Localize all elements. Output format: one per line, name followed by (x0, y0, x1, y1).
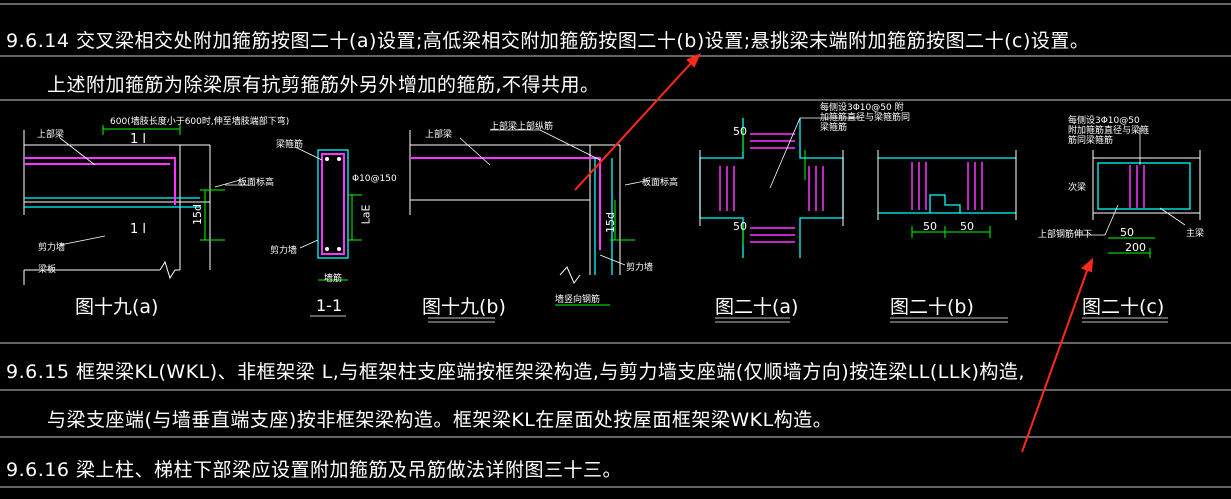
sec11-caption: 1-1 (316, 296, 343, 315)
sec11-rebar-label: Φ10@150 (352, 174, 397, 184)
fig20c-caption: 图二十(c) (1082, 296, 1165, 318)
sec11-wall-label: 剪力墙 (270, 246, 298, 256)
annotation-arrows (574, 52, 1094, 453)
fig19a-ll-bot: 1 l (130, 222, 147, 237)
sec11-bottom-label: 墙筋 (324, 274, 343, 284)
figure-19b (409, 129, 651, 323)
fig20b-dim-right: 50 (960, 220, 974, 233)
fig19a-upper-label: 上部梁 (37, 130, 65, 140)
fig19b-15d: 15d (603, 212, 617, 233)
paragraph-9-6-14-cont: 上述附加箍筋为除梁原有抗剪箍筋外另外增加的箍筋,不得共用。 (47, 74, 600, 96)
fig20a-caption: 图二十(a) (715, 296, 799, 318)
fig19b-slab-label: 板面标高 (642, 178, 679, 188)
fig19b-upper2-label: 上部梁上部纵筋 (490, 122, 554, 132)
fig19b-foot-label: 墙竖向钢筋 (555, 295, 601, 305)
fig19b-wall-label: 剪力墙 (626, 263, 654, 273)
fig19a-beam-label: 梁板 (38, 265, 57, 275)
figure-20c (1075, 128, 1201, 323)
fig19a-wall-label: 剪力墙 (38, 243, 66, 253)
fig19b-caption: 图十九(b) (422, 296, 506, 318)
fig20a-dim-top: 50 (733, 125, 747, 138)
fig19a-slab-label: 板面标高 (238, 178, 275, 188)
fig20a-dim-bottom: 50 (733, 220, 747, 233)
fig20c-bottom-label: 上部钢筋伸下 (1038, 230, 1093, 240)
figure-20a (699, 117, 860, 323)
fig20b-dim-left: 50 (923, 220, 937, 233)
paragraph-9-6-16: 9.6.16 梁上柱、梯柱下部梁应设置附加箍筋及吊筋做法详附图三十三。 (6, 459, 622, 481)
fig20c-note: 每侧设3Φ10@50 附加箍筋直径与梁箍筋同梁箍筋 (1068, 116, 1150, 146)
fig19a-ll-top: 1 l (130, 132, 147, 147)
paragraph-9-6-15: 9.6.15 框架梁KL(WKL)、非框架梁 L,与框架柱支座端按框架梁构造,与… (6, 361, 1025, 383)
fig20b-caption: 图二十(b) (890, 296, 974, 318)
fig19a-15d: 15d (190, 204, 204, 225)
paragraph-9-6-14: 9.6.14 交叉梁相交处附加箍筋按图二十(a)设置;高低梁相交附加箍筋按图二十… (6, 30, 1090, 52)
fig20c-right-label: 主梁 (1186, 229, 1205, 239)
sec11-stirrup-label: 梁箍筋 (276, 140, 304, 150)
sec11-lae-label: LaE (359, 204, 373, 225)
fig20c-left-label: 次梁 (1068, 183, 1087, 193)
fig20a-note: 每侧设3Φ10@50 附加箍筋直径与梁箍筋同梁箍筋 (820, 103, 911, 133)
fig20c-dim-200: 200 (1125, 241, 1146, 254)
fig19a-note: 600(墙肢长度小于600时,伸至墙肢端部下弯) (110, 117, 290, 127)
paragraph-9-6-15-cont: 与梁支座端(与墙垂直端支座)按非框架梁构造。框架梁KL在屋面处按屋面框架梁WKL… (47, 409, 833, 431)
figure-19a (23, 125, 248, 285)
fig19a-caption: 图十九(a) (75, 296, 159, 318)
fig19b-upper-label: 上部梁 (425, 130, 453, 140)
fig20c-dim-50: 50 (1120, 226, 1134, 239)
figure-section-1-1 (294, 146, 362, 317)
separator-lines (0, 3, 1231, 488)
figure-20b (877, 150, 1017, 323)
